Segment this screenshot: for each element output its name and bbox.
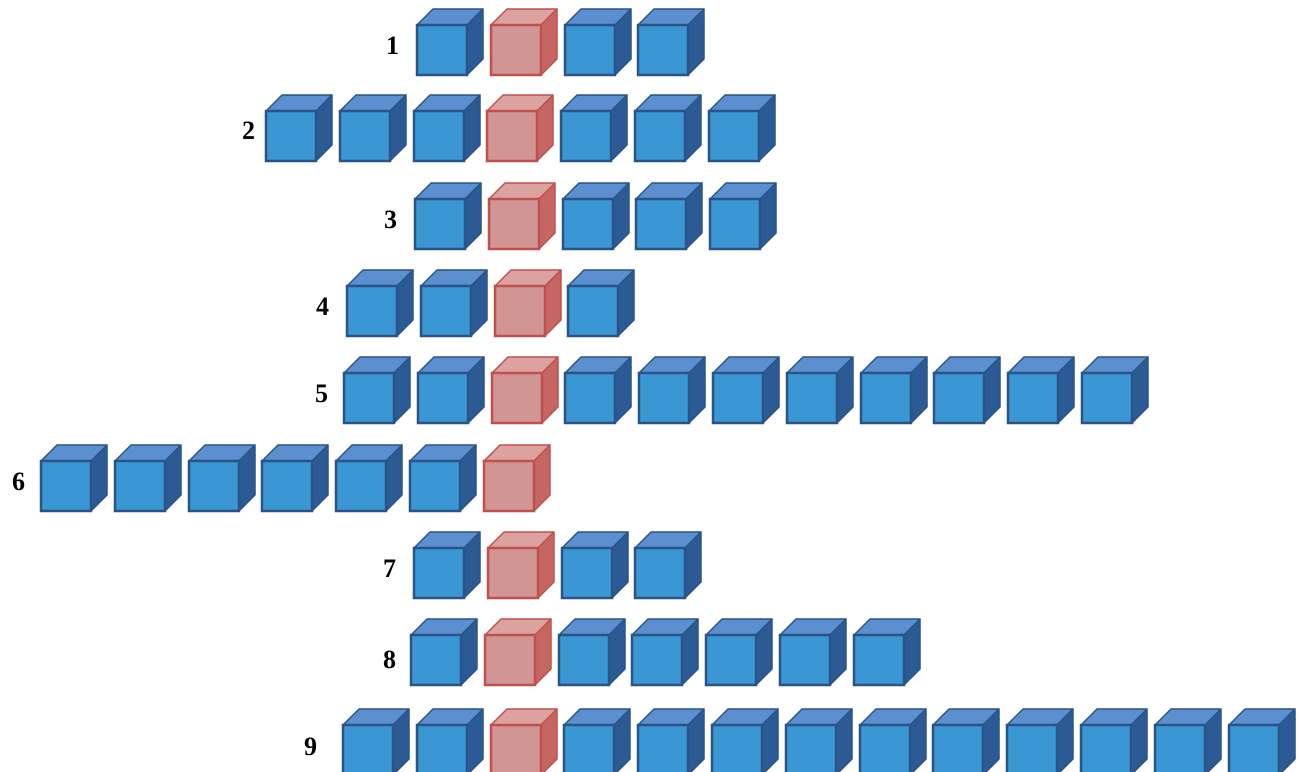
blue-cube — [852, 618, 921, 687]
blue-cube — [785, 356, 854, 425]
blue-cube — [711, 356, 780, 425]
blue-cube — [1079, 708, 1148, 772]
blue-cube — [630, 618, 699, 687]
blue-cube — [334, 444, 403, 513]
blue-cube — [778, 618, 847, 687]
blue-cube — [557, 618, 626, 687]
blue-cube — [187, 444, 256, 513]
row-number-label: 3 — [384, 205, 397, 234]
blue-cube — [260, 444, 329, 513]
blue-cube — [415, 8, 484, 77]
blue-cube — [634, 182, 703, 251]
red-cube — [489, 708, 558, 772]
row-number-label: 5 — [315, 379, 328, 408]
red-cube — [489, 8, 558, 77]
blue-cube — [858, 708, 927, 772]
blue-cube — [1153, 708, 1222, 772]
blue-cube — [560, 531, 629, 600]
blue-cube — [563, 8, 632, 77]
blue-cube — [342, 356, 411, 425]
blue-cube — [338, 94, 407, 163]
blue-cube — [39, 444, 108, 513]
blue-cube — [412, 531, 481, 600]
blue-cube — [345, 269, 414, 338]
blue-cube — [562, 708, 631, 772]
blue-cube — [412, 94, 481, 163]
red-cube — [486, 531, 555, 600]
blue-cube — [563, 356, 632, 425]
blue-cube — [931, 708, 1000, 772]
row-number-label: 1 — [386, 31, 399, 60]
blue-cube — [707, 94, 776, 163]
blue-cube — [636, 708, 705, 772]
blue-cube — [784, 708, 853, 772]
red-cube — [487, 182, 556, 251]
blue-cube — [566, 269, 635, 338]
row-number-label: 2 — [242, 116, 255, 145]
red-cube — [482, 444, 551, 513]
red-cube — [490, 356, 559, 425]
blue-cube — [633, 94, 702, 163]
blue-cube — [419, 269, 488, 338]
blue-cube — [708, 182, 777, 251]
blue-cube — [415, 708, 484, 772]
blue-cube — [561, 182, 630, 251]
blue-cube — [1005, 708, 1074, 772]
row-number-label: 8 — [383, 645, 396, 674]
blue-cube — [1006, 356, 1075, 425]
blue-cube — [408, 444, 477, 513]
blue-cube — [637, 356, 706, 425]
red-cube — [485, 94, 554, 163]
row-number-label: 6 — [12, 467, 25, 496]
red-cube — [493, 269, 562, 338]
blue-cube — [341, 708, 410, 772]
blue-cube — [633, 531, 702, 600]
blue-cube — [1227, 708, 1296, 772]
blue-cube — [559, 94, 628, 163]
blue-cube — [859, 356, 928, 425]
row-number-label: 4 — [316, 292, 329, 321]
row-number-label: 9 — [304, 732, 317, 761]
blue-cube — [1080, 356, 1149, 425]
blue-cube — [932, 356, 1001, 425]
blue-cube — [636, 8, 705, 77]
blue-cube — [416, 356, 485, 425]
red-cube — [483, 618, 552, 687]
row-number-label: 7 — [383, 554, 396, 583]
blue-cube — [704, 618, 773, 687]
blue-cube — [264, 94, 333, 163]
blue-cube — [413, 182, 482, 251]
blue-cube — [113, 444, 182, 513]
blue-cube — [710, 708, 779, 772]
blue-cube — [409, 618, 478, 687]
